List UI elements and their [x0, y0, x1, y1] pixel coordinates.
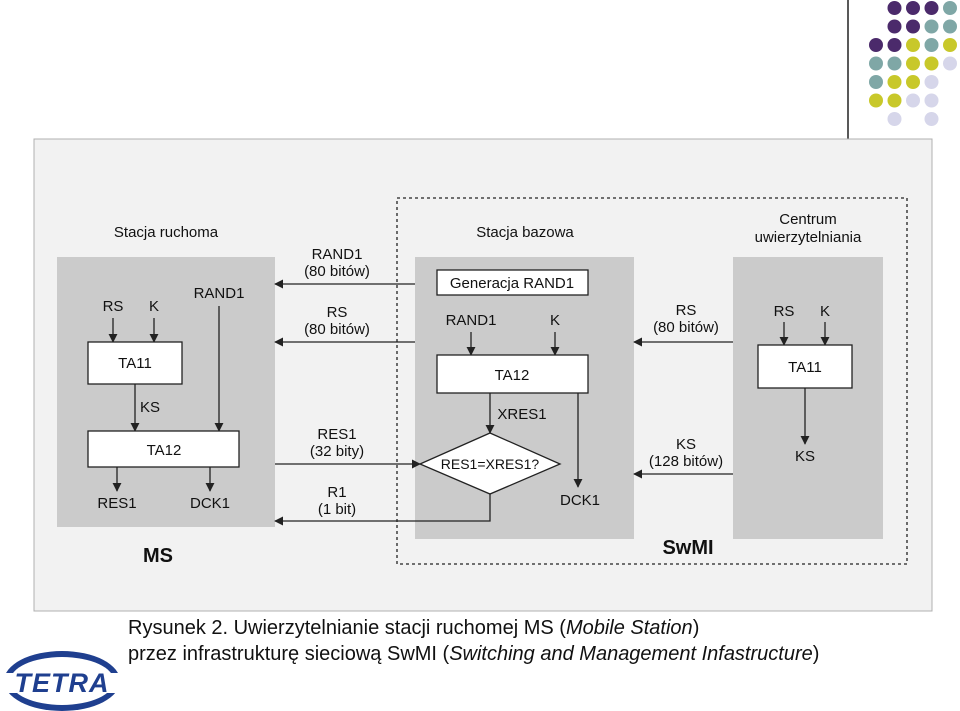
bs-title: Stacja bazowa [476, 224, 574, 241]
bs-ta12-box [436, 354, 589, 394]
msg-res1-label: RES1 [317, 426, 356, 443]
ms-rand1-label: RAND1 [194, 285, 245, 302]
decorative-dot [906, 56, 920, 71]
bs-compare-diamond [418, 432, 562, 495]
msg-rs-auc-label: RS [676, 302, 697, 319]
msg-r1-label: R1 [327, 484, 346, 501]
bs-generation-box [436, 269, 589, 296]
decorative-dot [924, 38, 939, 52]
decorative-dot-grid [869, 1, 957, 126]
bs-panel [415, 257, 634, 539]
ms-res1-label: RES1 [97, 495, 136, 512]
msg-ks-auc-bits: (128 bitów) [649, 453, 723, 470]
auc-panel [733, 257, 883, 539]
bs-compare-label: RES1=XRES1? [441, 456, 540, 472]
caption-line-2-text: przez infrastrukturę sieciową SwMI ( [128, 643, 450, 665]
decorative-dot [887, 19, 902, 34]
caption-line-1-text: Rysunek 2. Uwierzytelnianie stacji rucho… [128, 617, 566, 639]
swmi-label: SwMI [662, 537, 713, 559]
bs-generation-label: Generacja RAND1 [450, 275, 574, 292]
ms-ta12-label: TA12 [147, 442, 182, 459]
decorative-dot [887, 93, 902, 108]
msg-r1-bits: (1 bit) [318, 501, 356, 518]
decorative-dot [943, 1, 957, 15]
swmi-boundary [396, 197, 908, 565]
caption-line-1-italic: Mobile Station [565, 617, 693, 639]
decorative-dot [924, 19, 939, 34]
ms-k-label: K [149, 298, 159, 315]
auc-ta11-box [757, 344, 853, 389]
caption-line-2-italic: Switching and Management Infastructure [449, 643, 813, 665]
decorative-dot [924, 75, 939, 89]
decorative-dot [906, 1, 920, 15]
decorative-dot [906, 93, 920, 108]
msg-res1-bits: (32 bity) [310, 443, 364, 460]
ms-ks-label: KS [140, 399, 160, 416]
decorative-dot [869, 75, 883, 89]
decorative-dot [887, 75, 902, 89]
decorative-dot [887, 38, 902, 52]
decorative-dot [887, 1, 902, 15]
caption-line-1-suffix: ) [692, 617, 700, 639]
decorative-dot [887, 56, 902, 71]
msg-rand1-label: RAND1 [312, 246, 363, 263]
decorative-dot [887, 112, 902, 126]
ms-ta12-box [87, 430, 240, 468]
ms-title: Stacja ruchoma [114, 224, 219, 241]
msg-rs-auc-bits: (80 bitów) [653, 319, 719, 336]
auc-ta11-label: TA11 [788, 359, 822, 376]
ms-dck1-label: DCK1 [190, 495, 230, 512]
decorative-dot [906, 19, 920, 34]
bs-ta12-label: TA12 [495, 367, 530, 384]
ms-rs-label: RS [103, 298, 124, 315]
decorative-dot [924, 93, 939, 108]
decorative-dot [943, 38, 957, 52]
decorative-dot [943, 56, 957, 71]
ms-ta11-label: TA11 [118, 355, 152, 372]
caption-line-2: przez infrastrukturę sieciową SwMI (Swit… [128, 641, 948, 667]
decorative-dot [943, 19, 957, 34]
auc-ks-label: KS [795, 448, 815, 465]
bs-xres1-label: XRES1 [497, 406, 546, 423]
decorative-dot [869, 56, 883, 71]
figure-caption: Rysunek 2. Uwierzytelnianie stacji rucho… [128, 615, 948, 667]
decorative-dot [924, 56, 939, 71]
caption-line-2-suffix: ) [812, 643, 820, 665]
msg-ks-auc-label: KS [676, 436, 696, 453]
msg-rs-bits: (80 bitów) [304, 321, 370, 338]
auc-title-line2: uwierzytelniania [755, 229, 862, 246]
caption-line-1: Rysunek 2. Uwierzytelnianie stacji rucho… [128, 615, 948, 641]
bs-rand1-label: RAND1 [446, 312, 497, 329]
ms-ta11-box [87, 341, 183, 385]
decorative-dot [869, 38, 883, 52]
msg-rand1-bits: (80 bitów) [304, 263, 370, 280]
decorative-dot [906, 75, 920, 89]
decorative-dot [869, 93, 883, 108]
bs-dck1-label: DCK1 [560, 492, 600, 509]
tetra-logo-text: TETRA [15, 668, 110, 698]
bs-k-label: K [550, 312, 560, 329]
auc-rs-label: RS [774, 303, 795, 320]
tetra-logo: TETRA [4, 651, 120, 711]
decorative-dot [924, 1, 939, 15]
msg-rs-label: RS [327, 304, 348, 321]
auc-title-line1: Centrum [779, 211, 837, 228]
decorative-dot [924, 112, 939, 126]
msg-r1-arrow [274, 494, 491, 526]
auc-k-label: K [820, 303, 830, 320]
ms-label: MS [143, 545, 173, 567]
decorative-dot [906, 38, 920, 52]
ms-panel [57, 257, 275, 527]
